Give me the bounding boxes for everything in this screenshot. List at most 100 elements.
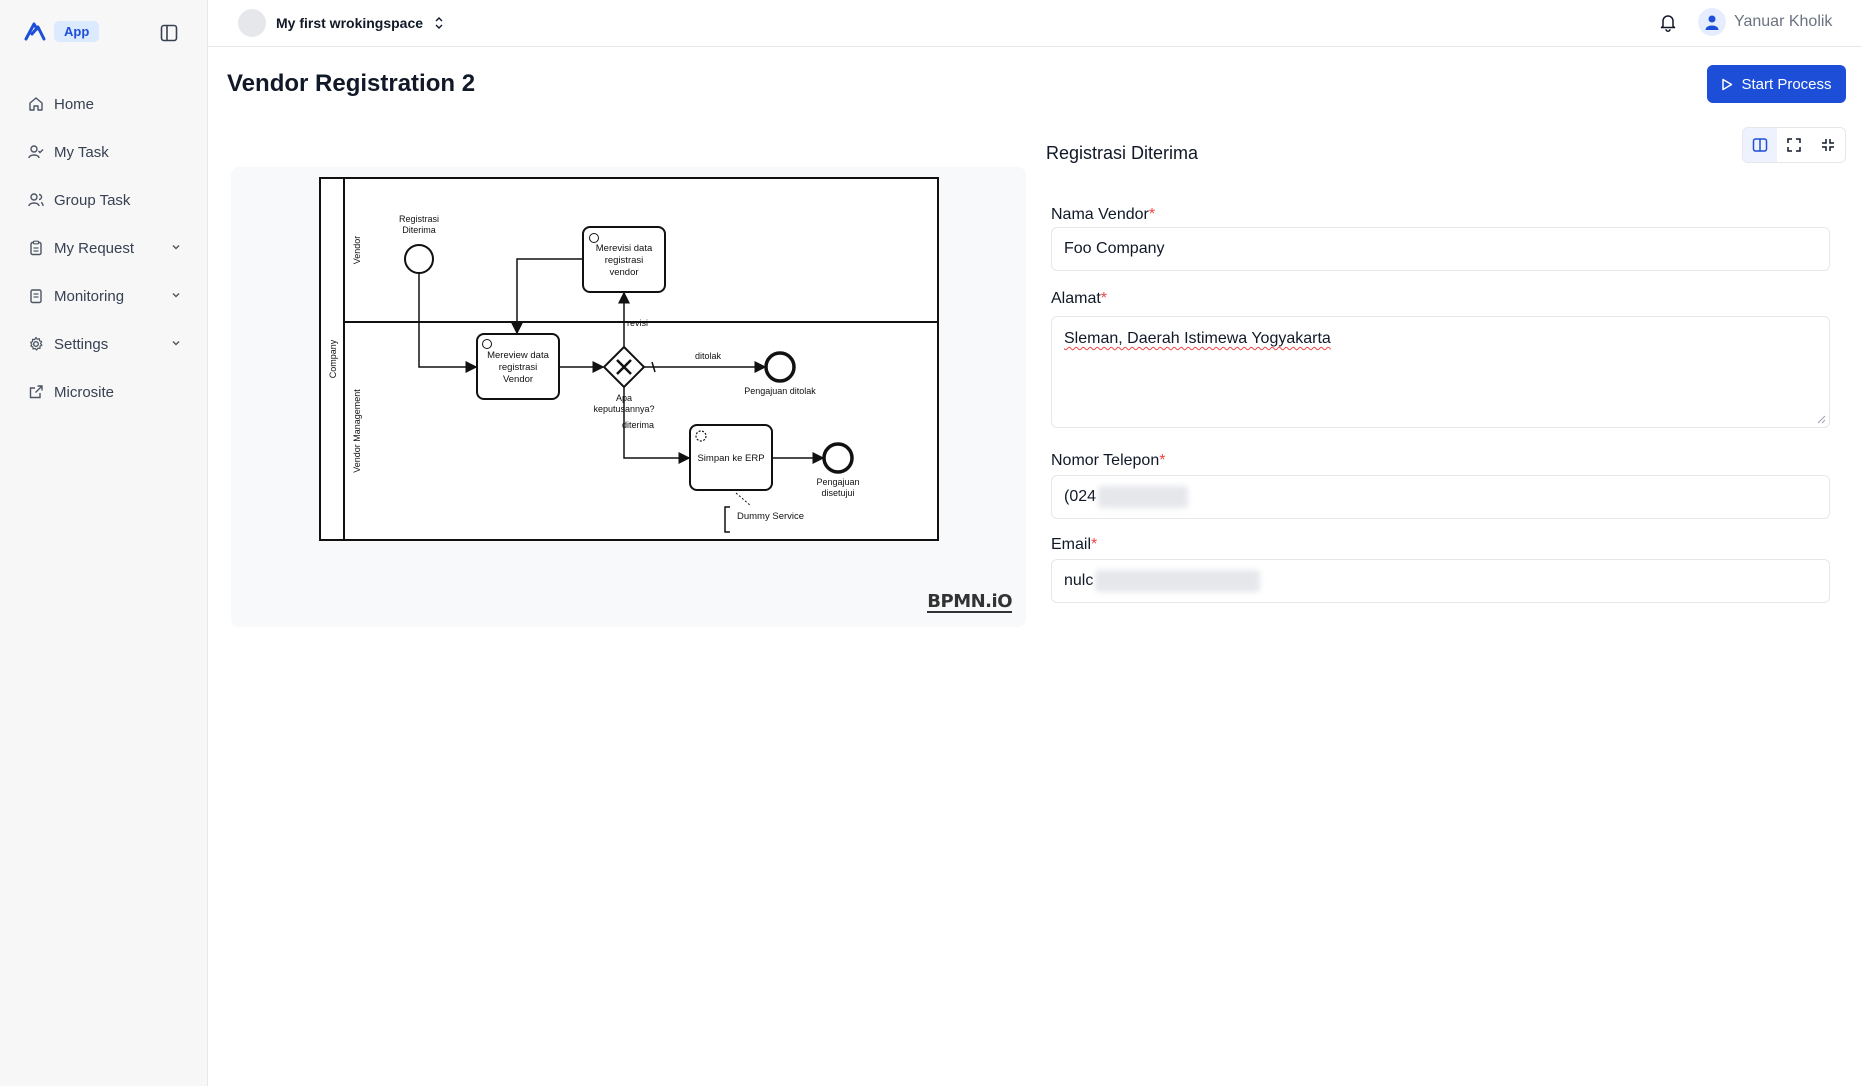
sequence-flow[interactable] xyxy=(623,387,691,464)
sidebar-item-group-task[interactable]: Group Task xyxy=(18,176,190,224)
sidebar-panel-icon xyxy=(160,24,178,42)
sidebar-item-label: Group Task xyxy=(54,191,131,209)
start-event[interactable] xyxy=(404,244,434,274)
sidebar-item-label: Home xyxy=(54,95,95,113)
bell-icon xyxy=(1660,15,1676,32)
email-input[interactable]: nulc xyxy=(1051,559,1830,603)
user-name: Yanuar Kholik xyxy=(1734,13,1833,30)
phone-value: (024 xyxy=(1064,488,1097,505)
user-icon xyxy=(1705,15,1719,30)
start-event-label-2: Diterima xyxy=(402,225,436,235)
address-label-text: Alamat xyxy=(1051,290,1101,307)
lane-label-vendor-management: Vendor Management xyxy=(352,389,362,473)
end-event-approved-label-2: disetujui xyxy=(821,488,854,498)
columns-icon xyxy=(1752,138,1768,152)
start-process-label: Start Process xyxy=(1741,75,1832,93)
play-icon xyxy=(1722,78,1733,90)
gear-icon xyxy=(30,336,43,351)
chevron-down-icon xyxy=(172,293,180,298)
collapse-button[interactable] xyxy=(1811,128,1845,162)
pool-label: Company xyxy=(328,339,338,378)
sidebar-item-home[interactable]: Home xyxy=(18,80,190,128)
lane-label-vendor: Vendor xyxy=(352,236,362,265)
sidebar-nav: Home My Task Group Task My Request Monit… xyxy=(18,80,190,416)
notifications-button[interactable] xyxy=(1658,12,1680,34)
phone-label-text: Nomor Telepon xyxy=(1051,452,1160,469)
end-event-approved[interactable] xyxy=(822,442,854,474)
workspace-avatar xyxy=(238,9,266,37)
sidebar-item-label: Settings xyxy=(54,335,109,353)
task-merevisi-line-3: vendor xyxy=(609,267,638,278)
brand[interactable]: App xyxy=(24,20,100,42)
vendor-name-value: Foo Company xyxy=(1064,240,1165,257)
split-view-button[interactable] xyxy=(1743,128,1777,162)
resize-handle-icon[interactable] xyxy=(1816,414,1826,424)
address-textarea[interactable]: Sleman, Daerah Istimewa Yogyakarta xyxy=(1051,316,1830,428)
sidebar-item-microsite[interactable]: Microsite xyxy=(18,368,190,416)
address-label: Alamat* xyxy=(1051,290,1107,308)
task-mereview-line-1: Mereview data xyxy=(487,350,549,361)
sidebar-item-label: My Task xyxy=(54,143,109,161)
external-link-icon xyxy=(29,385,43,399)
task-mereview-line-2: registrasi xyxy=(499,362,538,373)
sidebar-item-settings[interactable]: Settings xyxy=(18,320,190,368)
sequence-flow[interactable] xyxy=(511,258,583,335)
start-process-button[interactable]: Start Process xyxy=(1707,65,1846,103)
address-value: Sleman, Daerah Istimewa Yogyakarta xyxy=(1064,330,1331,347)
expand-icon xyxy=(1787,138,1801,152)
end-event-rejected[interactable] xyxy=(764,351,796,383)
email-label-text: Email xyxy=(1051,536,1092,553)
sidebar-item-label: My Request xyxy=(54,239,135,257)
view-mode-toggle xyxy=(1742,127,1846,163)
sidebar-item-label: Monitoring xyxy=(54,287,125,305)
email-label: Email* xyxy=(1051,536,1097,554)
top-header: My first wrokingspace Yanuar Kholik xyxy=(208,0,1862,47)
avatar xyxy=(1698,8,1726,36)
task-mereview-line-3: Vendor xyxy=(503,374,533,385)
sidebar-item-my-task[interactable]: My Task xyxy=(18,128,190,176)
service-task-icon xyxy=(695,430,707,442)
end-event-rejected-label: Pengajuan ditolak xyxy=(744,386,816,396)
sidebar-item-my-request[interactable]: My Request xyxy=(18,224,190,272)
home-icon xyxy=(29,97,43,111)
sequence-flow[interactable] xyxy=(418,273,478,373)
phone-input[interactable]: (024 xyxy=(1051,475,1830,519)
user-check-icon xyxy=(28,145,44,159)
app-badge: App xyxy=(54,20,100,42)
bpmn-io-logo[interactable]: BPMN.iO xyxy=(927,591,1012,613)
sidebar-item-label: Microsite xyxy=(54,383,115,401)
phone-label: Nomor Telepon* xyxy=(1051,452,1165,470)
task-merevisi-line-1: Merevisi data xyxy=(596,243,653,254)
user-task-icon xyxy=(589,233,599,243)
redacted-text xyxy=(1095,570,1261,592)
flow-label-diterima: diterima xyxy=(622,420,654,430)
required-marker: * xyxy=(1091,536,1098,553)
vendor-name-input[interactable]: Foo Company xyxy=(1051,227,1830,271)
start-event-label-1: Registrasi xyxy=(399,214,439,224)
user-menu[interactable]: Yanuar Kholik xyxy=(1698,8,1832,36)
end-event-approved-label-1: Pengajuan xyxy=(816,477,859,487)
fullscreen-button[interactable] xyxy=(1777,128,1811,162)
sidebar-toggle-button[interactable] xyxy=(158,22,180,44)
required-marker: * xyxy=(1159,452,1166,469)
page-title: Vendor Registration 2 xyxy=(227,70,476,97)
chevron-up-down-icon xyxy=(435,17,443,29)
app-logo-icon xyxy=(24,20,46,42)
workspace-switcher[interactable]: My first wrokingspace xyxy=(238,9,445,37)
required-marker: * xyxy=(1100,290,1108,307)
vendor-name-label-text: Nama Vendor xyxy=(1051,206,1149,223)
sidebar-item-monitoring[interactable]: Monitoring xyxy=(18,272,190,320)
users-icon xyxy=(28,193,44,207)
form-title: Registrasi Diterima xyxy=(1046,143,1199,163)
bpmn-diagram-canvas[interactable]: Company Vendor Vendor Management Registr… xyxy=(231,167,1026,627)
required-marker: * xyxy=(1148,206,1156,223)
shrink-icon xyxy=(1822,139,1834,151)
flow-label-ditolak: ditolak xyxy=(695,351,722,361)
task-merevisi-line-2: registrasi xyxy=(605,255,644,266)
workspace-name: My first wrokingspace xyxy=(276,15,424,31)
task-simpan-label: Simpan ke ERP xyxy=(697,453,764,464)
sidebar: App Home My Task Group Task My Request M… xyxy=(0,0,208,1086)
email-value: nulc xyxy=(1064,572,1094,589)
clipboard-icon xyxy=(30,240,42,256)
flow-label-revisi: revisi xyxy=(627,318,648,328)
